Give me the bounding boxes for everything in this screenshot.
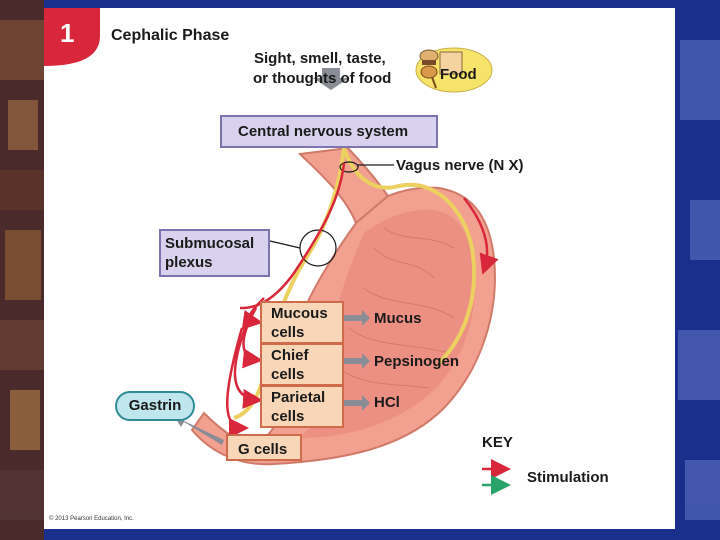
vagus-label: Vagus nerve (N X)	[396, 157, 524, 174]
cell-name-line-2: cells	[271, 324, 305, 341]
product-pepsinogen: Pepsinogen	[374, 353, 460, 370]
product-hcl: HCl	[374, 394, 400, 411]
parietal-cells-box: Parietal cells	[260, 385, 344, 428]
cell-name-line-1: Parietal	[271, 389, 326, 406]
cns-box: Central nervous system	[220, 115, 438, 148]
chief-cells-box: Chief cells	[260, 343, 344, 386]
cell-name-line-2: cells	[271, 366, 305, 383]
stimulus-line-2: or thoughts of food	[253, 70, 392, 87]
secretion-arrow-mucus	[344, 310, 370, 326]
mucous-cells-box: Mucous cells	[260, 301, 344, 344]
diagram-panel: 1 Cephalic Phase Sight, smell, taste, or…	[44, 8, 675, 529]
gastrin-label: Gastrin	[128, 397, 182, 414]
food-label: Food	[440, 66, 477, 83]
cell-name-line-1: Chief	[271, 347, 309, 364]
g-cells-label: G cells	[238, 441, 288, 458]
product-mucus: Mucus	[374, 310, 422, 327]
secretion-arrow-pepsinogen	[344, 353, 370, 369]
cell-name-line-2: cells	[271, 408, 305, 425]
submucosal-line-1: Submucosal	[165, 235, 255, 252]
down-arrow-icon	[313, 68, 349, 90]
key-stimulation-label: Stimulation	[527, 469, 609, 486]
secretion-arrow-hcl	[344, 395, 370, 411]
food-icon	[415, 47, 493, 93]
copyright: © 2013 Pearson Education, Inc.	[49, 516, 134, 522]
gastrin-oval: Gastrin	[115, 391, 195, 421]
step-number: 1	[60, 18, 75, 48]
vagus-nerve	[342, 147, 477, 365]
g-cells-box: G cells	[226, 434, 302, 461]
stimulation-arrow	[239, 162, 346, 310]
cns-label: Central nervous system	[238, 123, 409, 140]
stimulus-line-1: Sight, smell, taste,	[254, 50, 386, 67]
cell-name-line-1: Mucous	[271, 305, 328, 322]
gastrin-arrow	[174, 415, 224, 445]
phase-title: Cephalic Phase	[111, 27, 230, 44]
step-badge	[44, 8, 100, 66]
key-title: KEY	[482, 434, 513, 451]
submucosal-box: Submucosal plexus	[159, 229, 270, 277]
submucosal-line-2: plexus	[165, 254, 213, 271]
